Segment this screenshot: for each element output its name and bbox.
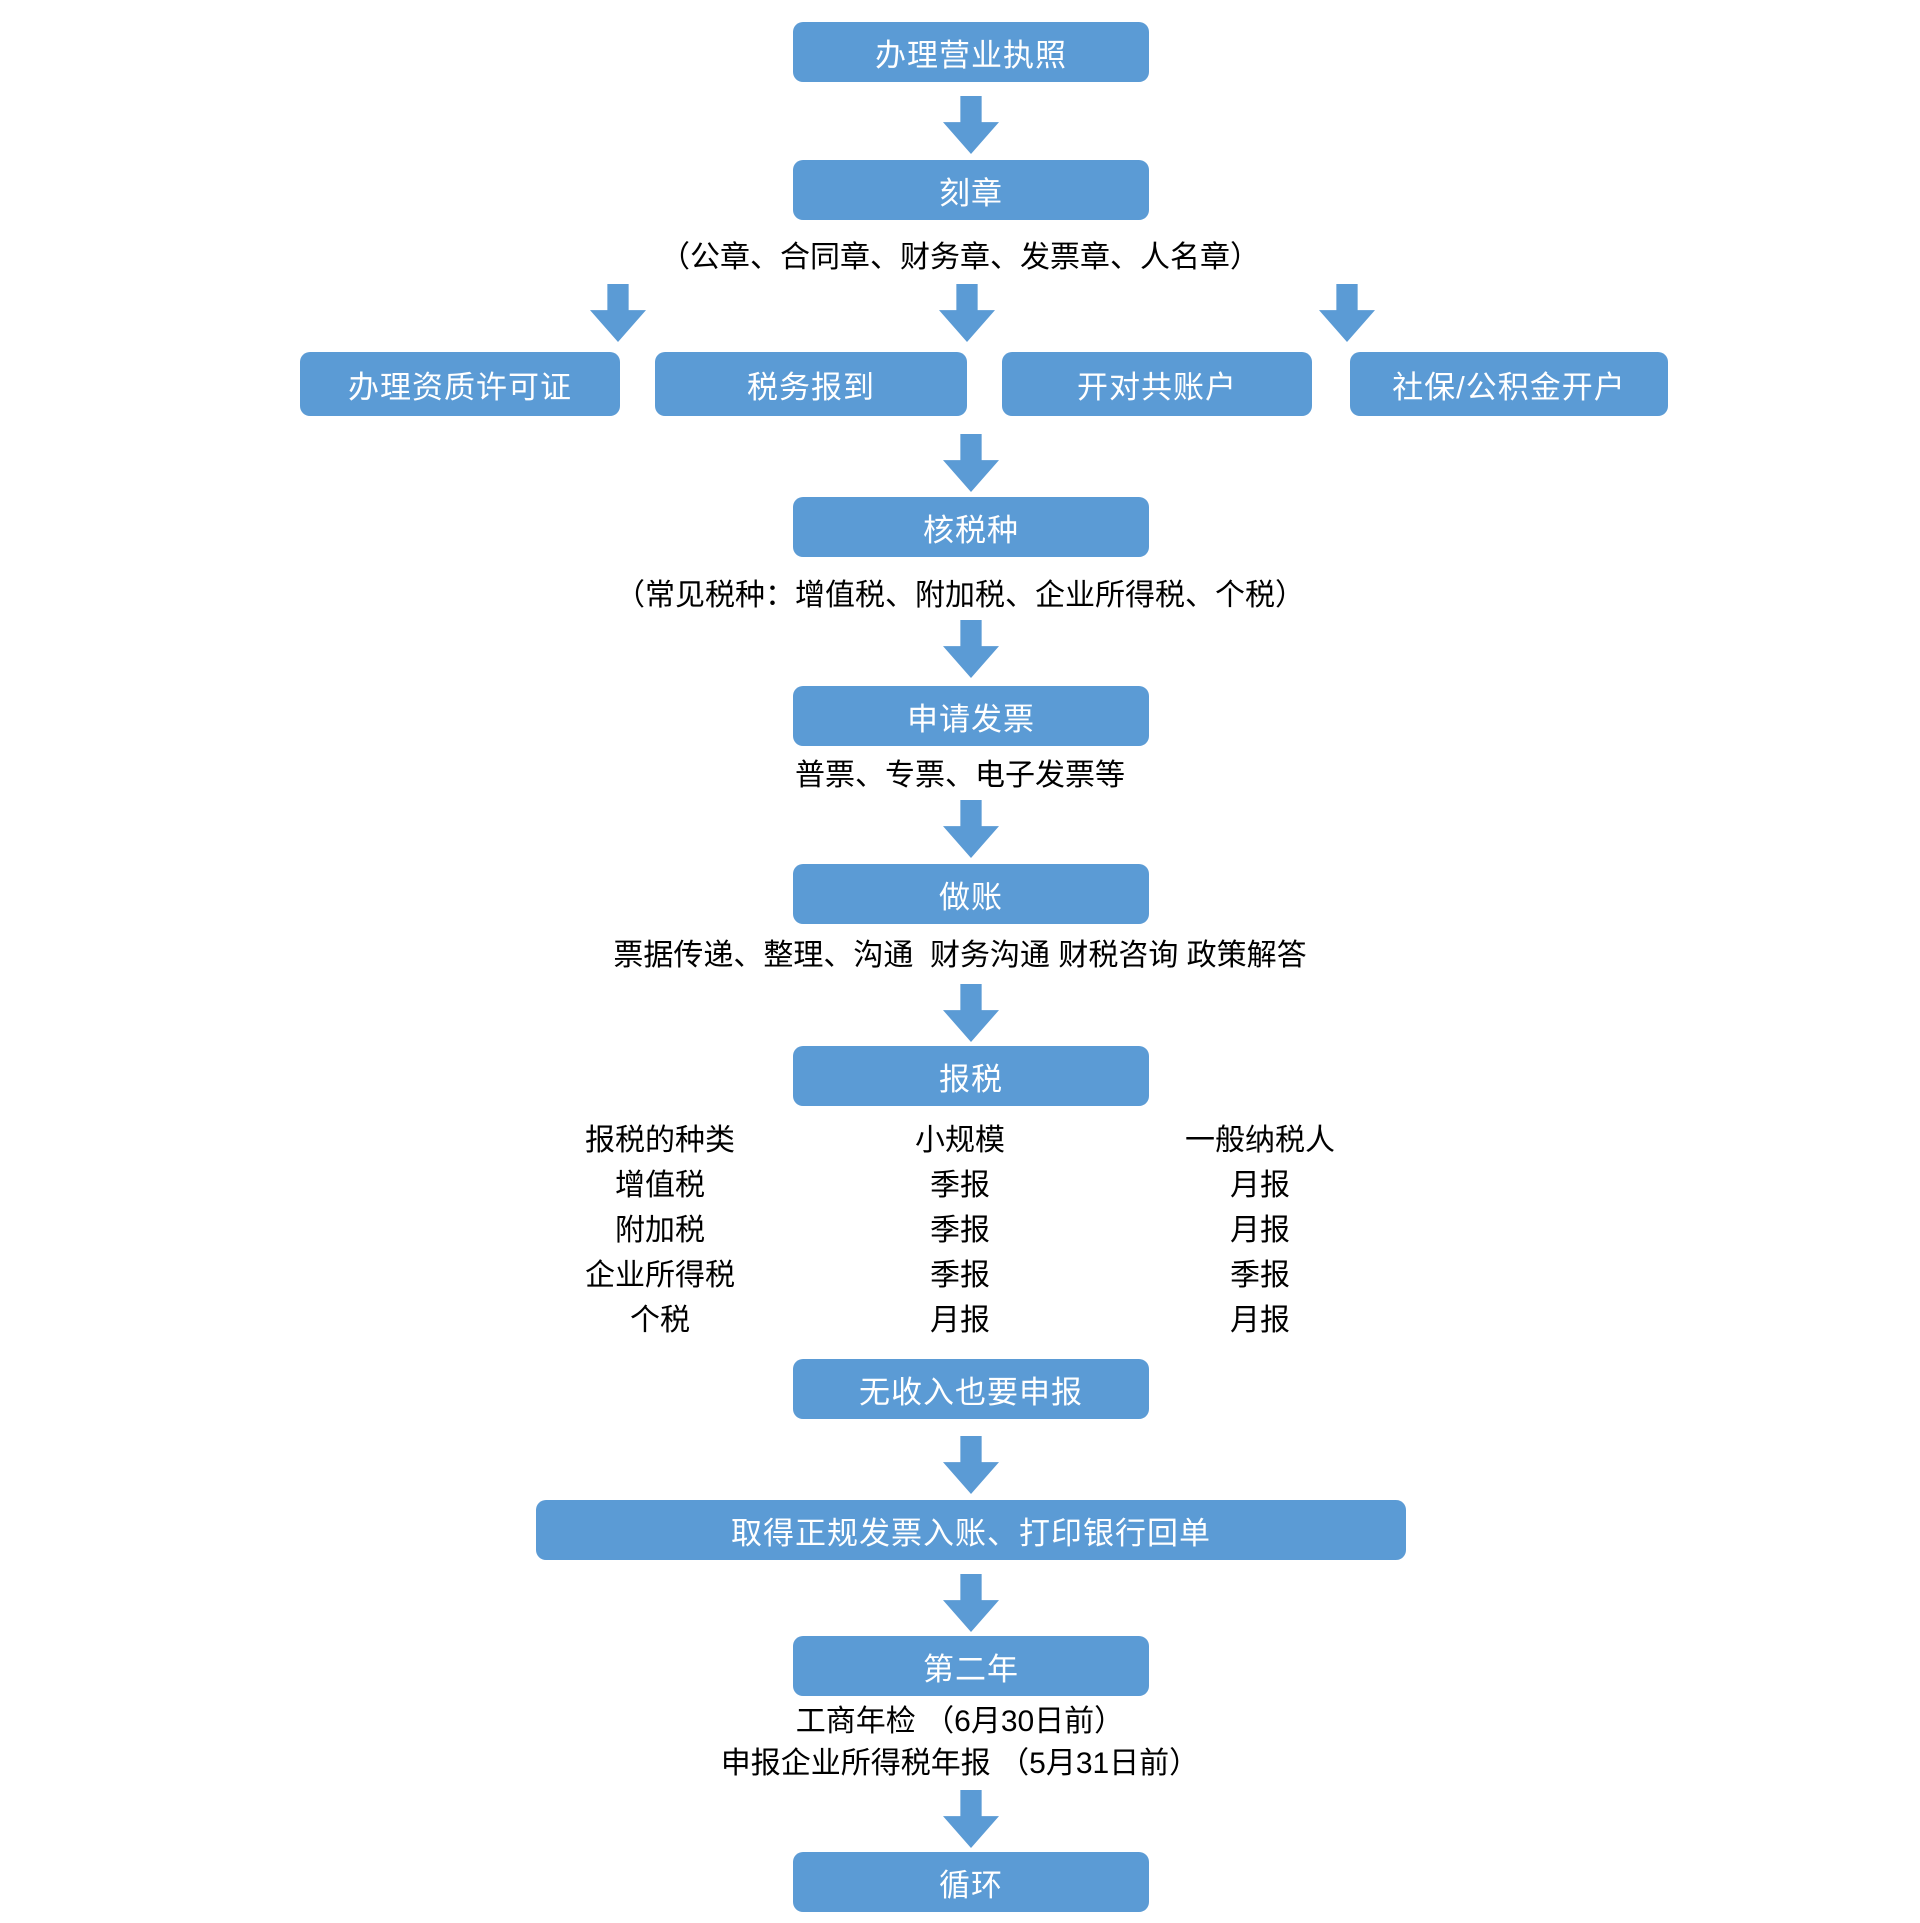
table-cell: 附加税: [615, 1214, 705, 1247]
down-arrow-icon: [943, 1574, 999, 1632]
second-year-note-line2: 申报企业所得税年报 （5月31日前）: [720, 1747, 1200, 1780]
table-cell: 小规模: [915, 1124, 1005, 1157]
node-tax-registration: 税务报到: [655, 352, 967, 416]
node-qualification-license: 办理资质许可证: [300, 352, 620, 416]
node-tax-filing: 报税: [793, 1046, 1149, 1106]
tax-filing-table: 报税的种类 小规模 一般纳税人 增值税 季报 月报 附加税 季报 月报 企业所得…: [510, 1123, 1410, 1339]
down-arrow-icon: [1319, 284, 1375, 342]
node-corporate-bank-account: 开对共账户: [1002, 352, 1312, 416]
table-cell: 季报: [930, 1214, 990, 1247]
table-cell: 季报: [930, 1259, 990, 1292]
node-verify-tax-types: 核税种: [793, 497, 1149, 557]
apply-invoice-note: 普票、专票、电子发票等: [795, 759, 1125, 792]
down-arrow-icon: [943, 1436, 999, 1494]
bookkeeping-note: 票据传递、整理、沟通 财务沟通 财税咨询 政策解答: [613, 939, 1307, 972]
table-cell: 月报: [1230, 1214, 1290, 1247]
node-social-security-account: 社保/公积金开户: [1350, 352, 1668, 416]
node-business-license: 办理营业执照: [793, 22, 1149, 82]
node-apply-invoice: 申请发票: [793, 686, 1149, 746]
down-arrow-icon: [943, 96, 999, 154]
down-arrow-icon: [943, 434, 999, 492]
second-year-note-line1: 工商年检 （6月30日前）: [795, 1705, 1125, 1738]
table-cell: 季报: [930, 1169, 990, 1202]
table-cell: 一般纳税人: [1185, 1124, 1335, 1157]
seals-note: （公章、合同章、财务章、发票章、人名章）: [660, 241, 1260, 274]
node-no-income-declare: 无收入也要申报: [793, 1359, 1149, 1419]
node-bookkeeping: 做账: [793, 864, 1149, 924]
table-cell: 月报: [930, 1304, 990, 1337]
down-arrow-icon: [943, 1790, 999, 1848]
node-loop: 循环: [793, 1852, 1149, 1912]
table-cell: 月报: [1230, 1304, 1290, 1337]
table-cell: 季报: [1230, 1259, 1290, 1292]
table-cell: 个税: [630, 1304, 690, 1337]
node-second-year: 第二年: [793, 1636, 1149, 1696]
table-cell: 增值税: [615, 1169, 705, 1202]
table-cell: 月报: [1230, 1169, 1290, 1202]
down-arrow-icon: [939, 284, 995, 342]
down-arrow-icon: [943, 620, 999, 678]
node-formal-invoice-bank-receipt: 取得正规发票入账、打印银行回单: [536, 1500, 1406, 1560]
tax-types-note: （常见税种：增值税、附加税、企业所得税、个税）: [615, 579, 1305, 612]
down-arrow-icon: [590, 284, 646, 342]
down-arrow-icon: [943, 800, 999, 858]
table-cell: 报税的种类: [585, 1124, 735, 1157]
down-arrow-icon: [943, 984, 999, 1042]
table-cell: 企业所得税: [585, 1259, 735, 1292]
node-seals: 刻章: [793, 160, 1149, 220]
